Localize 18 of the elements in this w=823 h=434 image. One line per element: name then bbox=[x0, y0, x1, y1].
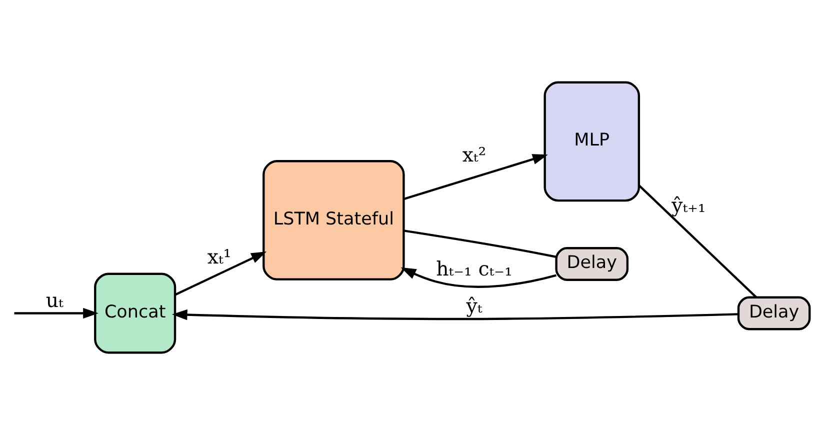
edge-label: xₜ² bbox=[462, 143, 486, 166]
arrow bbox=[403, 154, 548, 200]
edge-label: xₜ¹ bbox=[207, 244, 232, 268]
node-box: MLP bbox=[544, 80, 640, 202]
edge-label: ŷₜ₊₁ bbox=[672, 193, 706, 216]
node-box: LSTM Stateful bbox=[262, 160, 405, 280]
edge-label: uₜ bbox=[46, 288, 64, 312]
arrow bbox=[172, 308, 738, 320]
node-box: Delay bbox=[555, 246, 629, 280]
edge-label: ŷₜ bbox=[466, 294, 482, 318]
arrow bbox=[14, 307, 98, 318]
arrow bbox=[400, 266, 556, 288]
connector bbox=[638, 184, 758, 298]
node-box: Concat bbox=[94, 272, 176, 354]
connector bbox=[404, 229, 556, 258]
edge-label: hₜ₋₁ cₜ₋₁ bbox=[436, 256, 512, 280]
node-box: Delay bbox=[737, 296, 811, 330]
arrow bbox=[174, 251, 267, 296]
